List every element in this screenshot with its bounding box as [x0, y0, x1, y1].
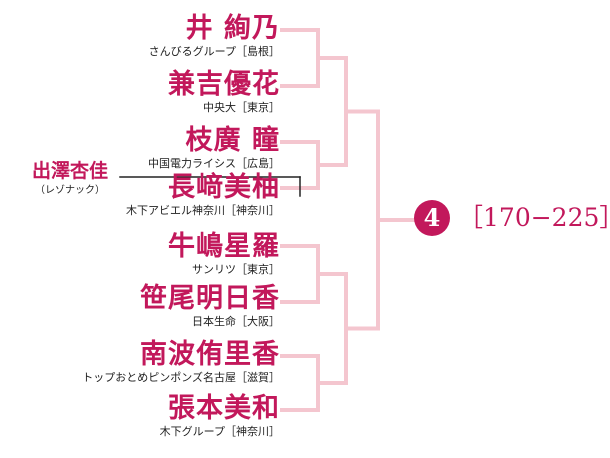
bracket-entry-2: 兼吉優花 中央大［東京］ — [168, 70, 280, 115]
bracket-entry-4: 長﨑美柚 木下アビエル神奈川［神奈川］ — [126, 173, 280, 218]
player-name: 長﨑美柚 — [168, 172, 280, 203]
player-name: 兼吉優花 — [168, 69, 280, 100]
seed-number-badge: 4 — [414, 200, 450, 236]
player-affiliation: 日本生命［大阪］ — [192, 315, 280, 328]
player-affiliation: さんびるグループ［島根］ — [148, 45, 280, 58]
player-name: 張本美和 — [168, 393, 280, 424]
player-name: 笹尾明日香 — [140, 283, 280, 314]
bracket-entry-3: 枝廣 瞳 中国電力ライシス［広島］ — [148, 126, 280, 171]
substitute-affiliation: （レゾナック） — [35, 185, 105, 196]
player-name: 枝廣 瞳 — [185, 125, 280, 156]
player-name: 牛嶋星羅 — [168, 231, 280, 262]
bracket-entry-1: 井 絢乃 さんびるグループ［島根］ — [149, 14, 280, 59]
player-affiliation: 木下グループ［神奈川］ — [159, 425, 280, 438]
substitute-entry: 出澤杏佳 （レゾナック） — [20, 160, 120, 197]
player-affiliation: 中国電力ライシス［広島］ — [148, 157, 280, 170]
player-affiliation: 木下アビエル神奈川［神奈川］ — [126, 204, 280, 217]
bracket-entry-6: 笹尾明日香 日本生命［大阪］ — [140, 284, 280, 329]
player-affiliation: サンリツ［東京］ — [192, 263, 280, 276]
player-affiliation: トップおとめピンポンズ名古屋［滋賀］ — [82, 371, 280, 384]
bracket-tree — [119, 28, 418, 412]
player-name: 南波侑里香 — [140, 339, 280, 370]
range-text: 170−225 — [483, 203, 600, 232]
bracket-entry-7: 南波侑里香 トップおとめピンポンズ名古屋［滋賀］ — [82, 340, 280, 385]
substitute-name: 出澤杏佳 — [31, 160, 108, 182]
bracket-entry-5: 牛嶋星羅 サンリツ［東京］ — [168, 232, 280, 277]
bracket-entry-8: 張本美和 木下グループ［神奈川］ — [160, 394, 280, 439]
ranking-range: ［170−225］ — [458, 200, 610, 236]
range-open-bracket: ［ — [458, 203, 484, 232]
player-affiliation: 中央大［東京］ — [203, 101, 280, 114]
range-close-bracket: ］ — [599, 200, 610, 236]
player-name: 井 絢乃 — [185, 13, 280, 44]
